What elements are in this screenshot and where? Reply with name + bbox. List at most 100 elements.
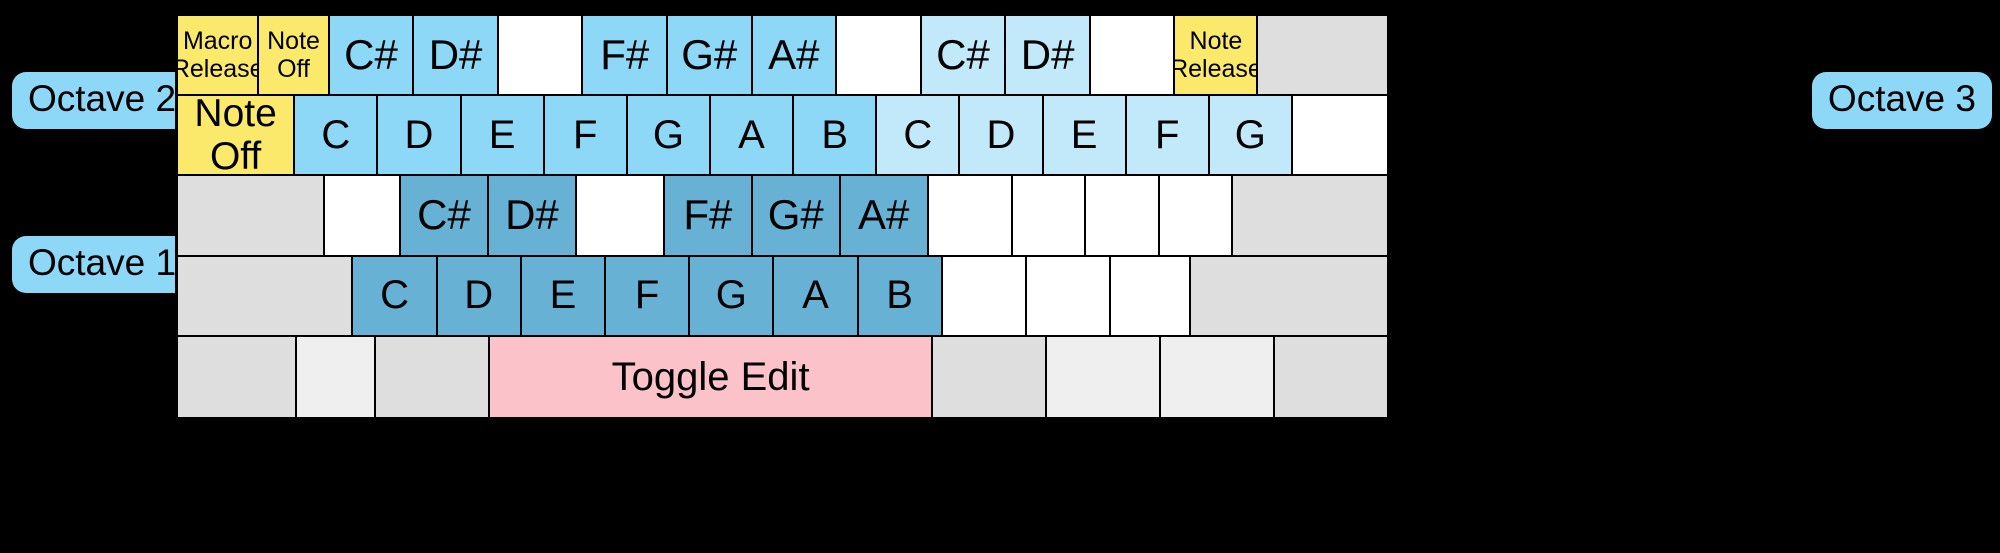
- key-b[interactable]: B: [858, 256, 943, 337]
- key-d[interactable]: D: [378, 96, 462, 177]
- key-macro-release[interactable]: MacroRelease: [178, 16, 260, 97]
- octave1-sharps-row: C# D# F# G# A#: [178, 176, 1387, 257]
- key-label: C#: [936, 30, 990, 78]
- key-label: C#: [417, 191, 471, 239]
- key-blank-3-9: [1026, 256, 1112, 337]
- key-blank-4-2: [376, 336, 491, 418]
- key-label: B: [821, 112, 848, 157]
- key-label: D#: [505, 191, 559, 239]
- key-label: D: [464, 273, 494, 318]
- octave2-sharps-row: MacroReleaseNoteOffC#D#F#G#A#C#D#NoteRel…: [178, 16, 1388, 97]
- key-c[interactable]: C: [877, 96, 961, 177]
- key-f[interactable]: F: [606, 256, 691, 337]
- key-b[interactable]: B: [794, 96, 878, 177]
- key-label: F: [573, 112, 598, 157]
- key-label: D#: [428, 30, 483, 78]
- key-label: G#: [767, 191, 824, 239]
- key-d[interactable]: D: [437, 256, 522, 337]
- octave-label-1: Octave 1: [12, 236, 193, 293]
- key-label: A: [738, 112, 765, 157]
- key-label-line1: Note: [1189, 27, 1243, 56]
- key-e[interactable]: E: [521, 256, 606, 337]
- key-blank-0-13: [1258, 16, 1388, 97]
- key-label: D: [404, 112, 434, 157]
- key-label: F: [1155, 112, 1180, 157]
- key-c[interactable]: C: [295, 96, 379, 177]
- key-gsharp[interactable]: G#: [667, 16, 753, 97]
- key-label: F#: [600, 30, 650, 78]
- key-blank-3-11: [1190, 256, 1387, 337]
- key-blank-4-5: [1046, 336, 1161, 418]
- key-dsharp[interactable]: D#: [414, 16, 499, 97]
- key-blank-3-8: [942, 256, 1027, 337]
- key-gsharp[interactable]: G#: [752, 176, 841, 257]
- key-fsharp[interactable]: F#: [664, 176, 753, 257]
- key-label: A: [802, 273, 829, 318]
- key-g[interactable]: G: [1209, 96, 1293, 177]
- key-label: G: [715, 273, 747, 318]
- key-label: F: [634, 273, 660, 318]
- key-label: D#: [1020, 30, 1075, 78]
- key-d[interactable]: D: [960, 96, 1044, 177]
- key-csharp[interactable]: C#: [329, 16, 415, 97]
- key-g[interactable]: G: [627, 96, 711, 177]
- key-label: E: [488, 112, 516, 157]
- key-c[interactable]: C: [353, 256, 438, 337]
- key-csharp[interactable]: C#: [400, 176, 489, 257]
- key-e[interactable]: E: [1043, 96, 1127, 177]
- key-label: D: [986, 112, 1016, 157]
- key-label: E: [1070, 112, 1098, 157]
- key-blank-4-0: [178, 336, 297, 418]
- key-dsharp[interactable]: D#: [488, 176, 577, 257]
- key-label: C: [321, 112, 351, 157]
- key-e[interactable]: E: [461, 96, 545, 177]
- key-label: G: [1234, 112, 1266, 157]
- key-blank-4-4: [932, 336, 1047, 418]
- key-label-line1: Note: [194, 96, 277, 135]
- key-blank-0-4: [498, 16, 584, 97]
- key-label: F#: [683, 191, 733, 239]
- key-label: A#: [858, 191, 910, 239]
- key-blank-0-8: [837, 16, 922, 97]
- key-label-line2: Off: [277, 55, 310, 84]
- key-asharp[interactable]: A#: [752, 16, 838, 97]
- key-blank-2-0: [178, 176, 326, 257]
- key-blank-0-11: [1090, 16, 1176, 97]
- key-label: A#: [768, 30, 820, 78]
- key-blank-2-10: [1086, 176, 1160, 257]
- key-f[interactable]: F: [1126, 96, 1210, 177]
- key-asharp[interactable]: A#: [840, 176, 929, 257]
- key-dsharp[interactable]: D#: [1006, 16, 1091, 97]
- key-label: E: [549, 273, 577, 318]
- octave-label-2: Octave 2: [12, 72, 193, 129]
- key-blank-2-4: [576, 176, 665, 257]
- key-blank-4-7: [1274, 336, 1387, 418]
- key-label-line2: Off: [209, 135, 262, 177]
- key-label: C: [380, 273, 410, 318]
- modifier-row: Toggle Edit: [178, 336, 1387, 418]
- key-blank-2-9: [1012, 176, 1087, 257]
- key-fsharp[interactable]: F#: [583, 16, 668, 97]
- key-toggle-edit[interactable]: Toggle Edit: [490, 336, 933, 418]
- key-label: G: [652, 112, 684, 157]
- key-a[interactable]: A: [710, 96, 795, 177]
- key-blank-3-0: [178, 256, 354, 337]
- key-label: C#: [344, 30, 398, 78]
- key-a[interactable]: A: [774, 256, 859, 337]
- key-csharp[interactable]: C#: [921, 16, 1007, 97]
- key-g[interactable]: G: [690, 256, 775, 337]
- key-label: G#: [681, 30, 738, 78]
- key-blank-1-13: [1292, 96, 1387, 177]
- key-f[interactable]: F: [544, 96, 628, 177]
- key-blank-3-10: [1111, 256, 1191, 337]
- key-blank-4-6: [1160, 336, 1275, 418]
- key-label-line2: Release: [178, 55, 260, 84]
- key-blank-2-12: [1233, 176, 1387, 257]
- key-blank-4-1: [296, 336, 377, 418]
